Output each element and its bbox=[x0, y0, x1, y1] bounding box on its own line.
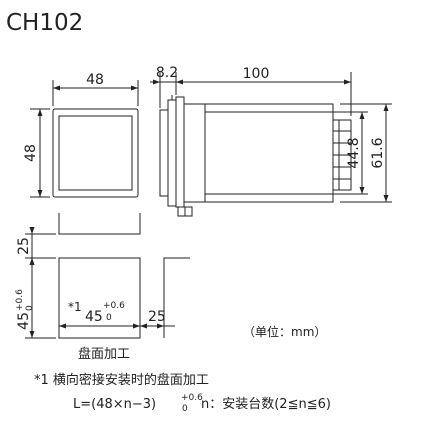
outer-height-dimension: 61.6 bbox=[370, 104, 389, 202]
gap-right-dimension: 25 bbox=[130, 309, 175, 329]
side-view bbox=[159, 72, 392, 217]
depth-label: 100 bbox=[243, 66, 270, 82]
cutout-width-label: 45 bbox=[85, 309, 103, 325]
front-width-dimension: 48 bbox=[53, 72, 138, 91]
front-height-dimension: 48 bbox=[23, 109, 43, 197]
front-height-label: 48 bbox=[23, 144, 39, 162]
outer-height-label: 61.6 bbox=[370, 137, 386, 168]
front-view bbox=[30, 80, 139, 198]
inner-height-dimension: 44.8 bbox=[346, 112, 365, 194]
inner-height-label: 44.8 bbox=[346, 137, 362, 168]
cutout-formula: L=(48×n−3) +0.6 0 n：安装台数(2≦n≦6) bbox=[73, 393, 331, 414]
panel-cutout bbox=[25, 213, 190, 339]
flange-label: 8.2 bbox=[156, 65, 178, 81]
gap-right-label: 25 bbox=[148, 309, 166, 325]
front-width-label: 48 bbox=[86, 72, 104, 88]
footnote-1: *1 横向密接安装时的盘面加工 bbox=[34, 372, 209, 388]
formula-prefix: L=(48×n−3) bbox=[73, 397, 156, 412]
cutout-width-tol-zero: 0 bbox=[106, 313, 112, 323]
cutout-width-tol-plus: +0.6 bbox=[103, 301, 125, 311]
gap-top-label: 25 bbox=[16, 237, 32, 255]
depth-dimension: 100 bbox=[176, 66, 351, 85]
cutout-width-dimension: *1 45 +0.6 0 bbox=[59, 300, 140, 329]
cutout-height-tol-zero: 0 bbox=[25, 305, 35, 311]
formula-tol-zero: 0 bbox=[182, 404, 188, 414]
cutout-height-dimension: 45 +0.6 0 bbox=[15, 258, 35, 338]
unit-label: （单位：mm） bbox=[243, 324, 326, 339]
cutout-note-mark: *1 bbox=[68, 300, 82, 314]
formula-suffix: n：安装台数(2≦n≦6) bbox=[201, 397, 331, 412]
cutout-height-tol-plus: +0.6 bbox=[15, 289, 25, 311]
cutout-height-label: 45 bbox=[16, 312, 32, 330]
formula-tol-plus: +0.6 bbox=[181, 393, 203, 403]
model-title: CH102 bbox=[6, 10, 83, 36]
panel-cutout-label: 盘面加工 bbox=[78, 346, 130, 362]
